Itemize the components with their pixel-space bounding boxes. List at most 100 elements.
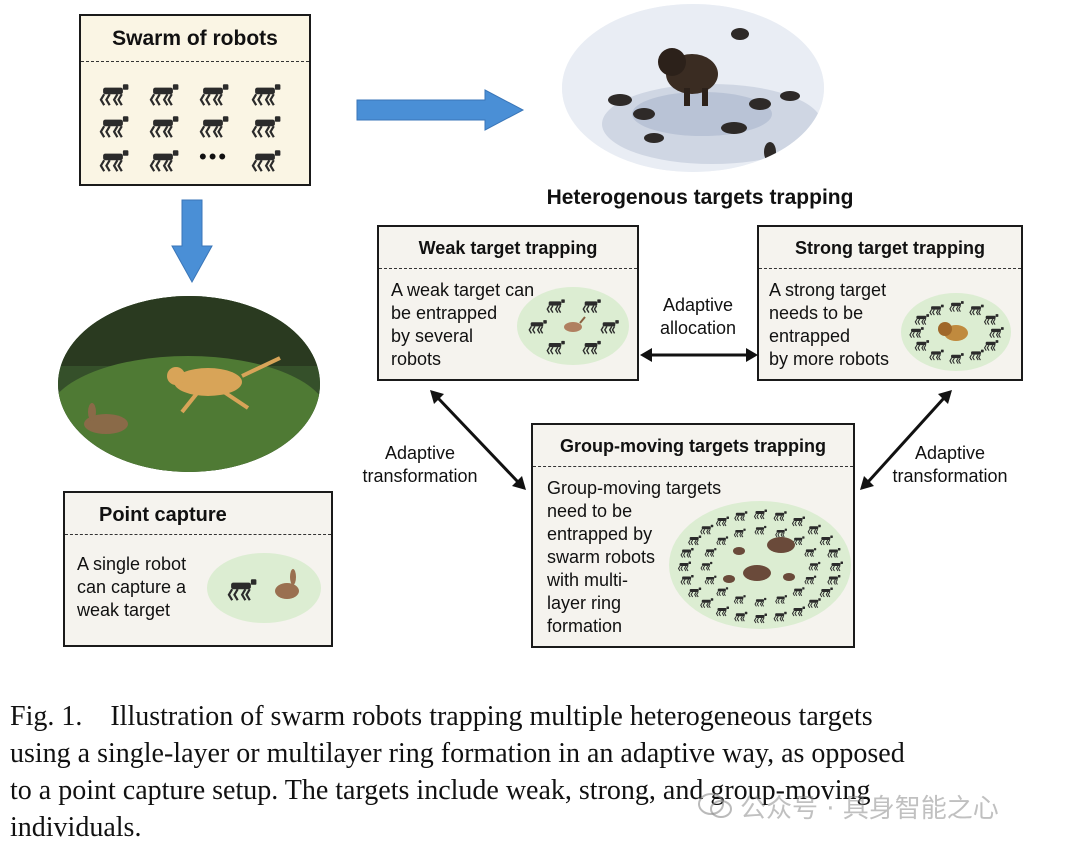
robot-dog-icon (753, 509, 767, 520)
robot-dog-icon (792, 587, 805, 597)
robot-dog-icon (99, 116, 129, 138)
robot-dog-icon (754, 525, 767, 535)
point-capture-box: Point capture A single robot can capture… (63, 491, 333, 647)
robot-dog-icon (929, 349, 944, 361)
robot-dog-icon (715, 516, 729, 527)
heterogenous-title: Heterogenous targets trapping (546, 186, 854, 209)
robot-dog-icon (734, 511, 748, 522)
group-moving-ellipse (669, 501, 851, 629)
robot-dog-icon (688, 535, 702, 546)
robot-dog-icon (688, 587, 702, 598)
group-moving-title: Group-moving targets trapping (533, 425, 853, 467)
robot-dog-icon (807, 524, 821, 535)
robot-dog-icon (929, 304, 944, 316)
wechat-icon (698, 793, 732, 818)
robot-dog-icon (677, 561, 691, 572)
robot-dog-icon (199, 116, 229, 138)
robot-dog-icon (99, 84, 129, 106)
robot-dog-icon (791, 606, 805, 617)
robot-dog-icon (949, 301, 964, 312)
robot-dog-icon (528, 320, 547, 334)
robot-dog-icon (227, 579, 257, 601)
robot-dog-icon (804, 575, 817, 585)
weak-target-text: A weak target can be entrapped by severa… (391, 280, 535, 369)
robot-dog-icon (546, 299, 565, 313)
robot-dog-icon (716, 536, 729, 546)
strong-target-text: A strong target needs to be entrapped by… (769, 280, 890, 369)
robot-dog-icon (99, 150, 129, 172)
robot-dog-icon (600, 320, 619, 334)
bison-wolves-photo (562, 4, 824, 172)
point-capture-ellipse (207, 553, 321, 623)
robot-dog-icon (989, 327, 1004, 338)
robot-dog-icon (983, 314, 999, 325)
robot-dog-icon (775, 595, 787, 604)
rabbit-icon (275, 583, 299, 599)
point-capture-title: Point capture (65, 493, 331, 535)
ellipsis: ••• (199, 144, 229, 169)
arrow-swarm-to-point (171, 199, 213, 284)
arrow-transformation-left (430, 390, 526, 490)
robot-dog-icon (808, 561, 821, 571)
robot-grid (99, 84, 281, 172)
robot-dog-icon (807, 598, 821, 609)
robot-dog-icon (704, 548, 717, 557)
robot-dog-icon (914, 340, 930, 351)
robot-dog-icon (149, 116, 179, 138)
robot-dog-icon (680, 574, 694, 585)
robot-dog-icon (582, 299, 601, 313)
robot-dog-icon (734, 611, 748, 622)
robot-dog-icon (819, 535, 833, 546)
robot-dog-icon (733, 528, 746, 538)
robot-dog-icon (546, 340, 565, 355)
adaptive-transformation-left-label: Adaptive transformation (362, 443, 478, 486)
swarm-title: Swarm of robots (81, 16, 309, 62)
robot-dog-icon (792, 536, 805, 546)
arrow-swarm-to-heterogenous (356, 89, 525, 131)
robot-dog-icon (827, 548, 841, 558)
robot-dog-icon (199, 84, 229, 106)
robot-dog-icon (983, 340, 999, 351)
arrow-transformation-right (860, 390, 952, 490)
adaptive-allocation-label: Adaptive allocation (659, 295, 737, 338)
strong-target-title: Strong target trapping (759, 227, 1021, 269)
robot-dog-icon (775, 528, 787, 538)
robot-dog-icon (753, 613, 767, 624)
robot-dog-icon (582, 340, 601, 355)
robot-dog-icon (827, 574, 841, 585)
swarm-of-robots-box: Swarm of robots ••• (79, 14, 311, 186)
robot-dog-icon (680, 548, 694, 558)
cheetah-photo (58, 296, 320, 472)
group-moving-text: Group-moving targets need to be entrappe… (547, 478, 722, 636)
weak-target-title: Weak target trapping (379, 227, 637, 269)
robot-dog-icon (700, 524, 714, 535)
robot-dog-icon (949, 353, 964, 364)
robot-dog-icon (969, 304, 984, 316)
group-moving-box: Group-moving targets trapping Group-movi… (531, 423, 855, 648)
robot-dog-icon (819, 587, 833, 598)
robot-dog-icon (149, 150, 179, 172)
robot-dog-icon (700, 561, 713, 571)
weak-target-ellipse (517, 287, 629, 365)
robot-dog-icon (829, 561, 843, 572)
watermark: 公众号 · 具身智能之心 (698, 786, 1058, 826)
robot-dog-icon (773, 511, 787, 522)
deer-icon (564, 322, 582, 332)
robot-dog-icon (251, 150, 281, 172)
robot-dog-icon (754, 597, 767, 607)
strong-target-box: Strong target trapping A strong target n… (757, 225, 1023, 381)
point-capture-text: A single robot can capture a weak target (77, 554, 187, 620)
group-targets-icon (723, 537, 795, 583)
robot-dog-icon (715, 606, 729, 617)
robot-dog-icon (914, 314, 930, 325)
robot-dog-icon (773, 611, 787, 622)
robot-dog-icon (704, 575, 717, 585)
arrow-allocation (640, 348, 758, 362)
adaptive-transformation-right-label: Adaptive transformation (892, 443, 1008, 486)
strong-target-ellipse (901, 293, 1011, 371)
robot-dog-icon (969, 349, 984, 361)
weak-target-box: Weak target trapping A weak target can b… (377, 225, 639, 381)
robot-dog-icon (804, 548, 817, 557)
robot-dog-icon (251, 116, 281, 138)
robot-dog-icon (733, 595, 746, 604)
